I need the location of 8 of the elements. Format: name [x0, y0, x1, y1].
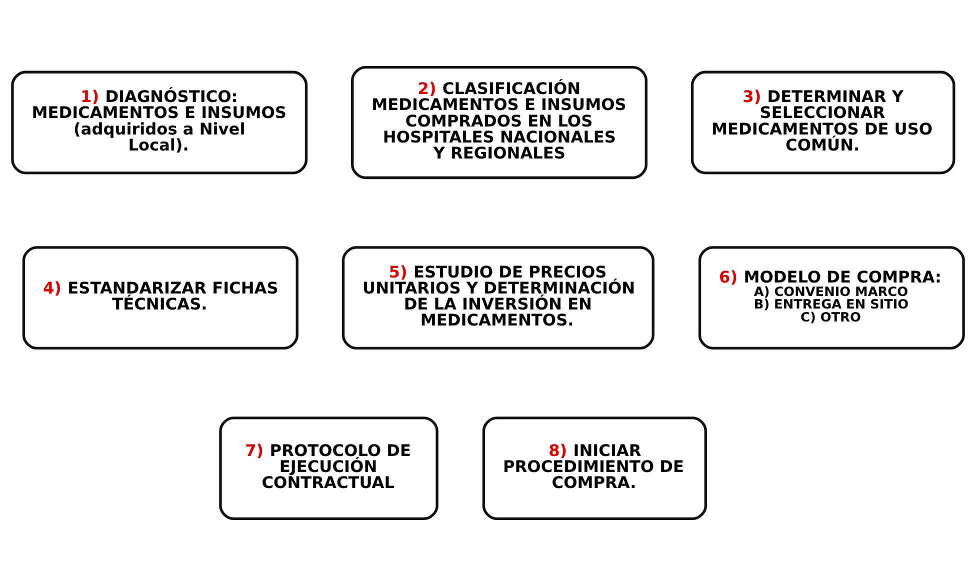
node-box: 1) DIAGNÓSTICO: MEDICAMENTOS E INSUMOS (adquiridos a Nivel Local).	[11, 70, 308, 174]
node-box: 8) INICIAR PROCEDIMIENTO DE COMPRA.	[482, 416, 707, 520]
node-box: 5) ESTUDIO DE PRECIOS UNITARIOS Y DETERMINACIÓN DE LA INVERSIÓN EN MEDICAMENTOS.	[342, 246, 654, 350]
node-box: 4) ESTANDARIZAR FICHAS TÉCNICAS.	[22, 246, 298, 350]
node-box: 6) MODELO DE COMPRA: A) CONVENIO MARCO B) ENTREGA EN SITIO C) OTRO	[698, 246, 965, 350]
node-box: 3) DETERMINAR Y SELECCIONAR MEDICAMENTOS DE USO COMÚN.	[690, 70, 956, 174]
node-box: 2) CLASIFICACIÓN MEDICAMENTOS E INSUMOS COMPRADOS EN LOS HOSPITALES NACIONALES Y REGIONALES	[351, 66, 648, 180]
node-box: 7) PROTOCOLO DE EJECUCIÓN CONTRACTUAL	[219, 416, 438, 520]
